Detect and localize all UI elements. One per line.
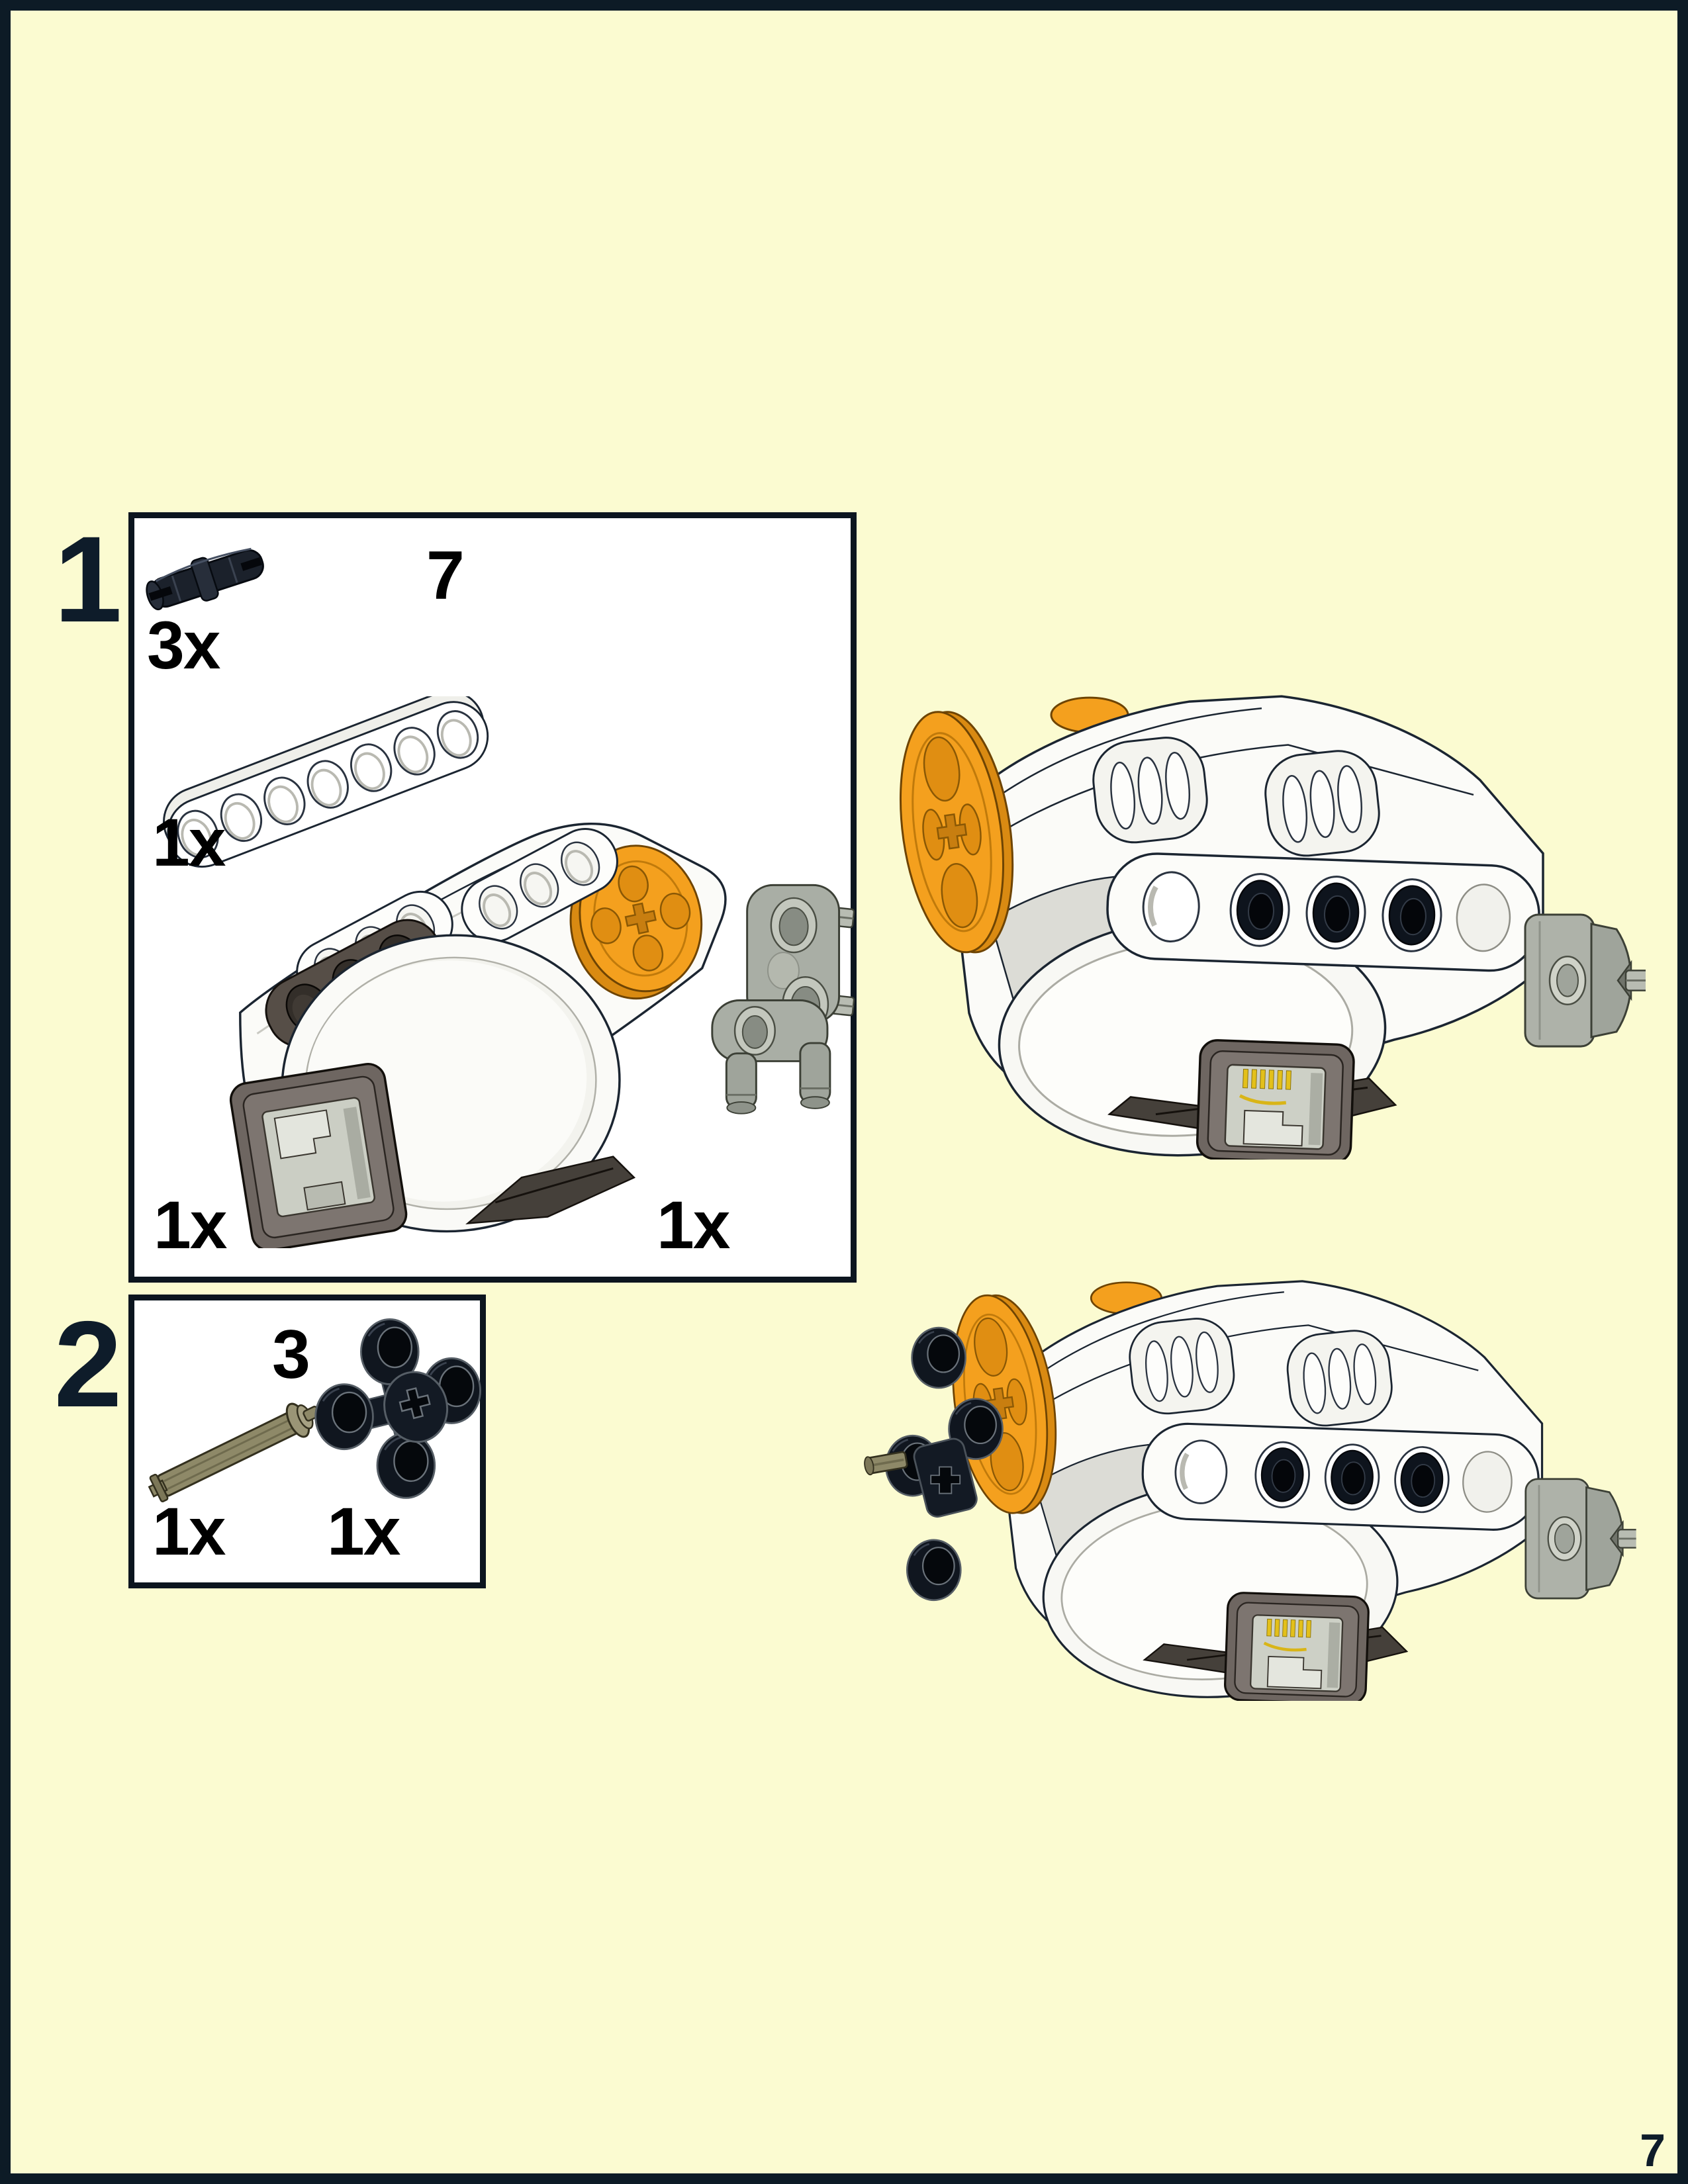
assembly-step-1-figure [891,680,1646,1160]
page-number: 7 [1640,2124,1665,2176]
beam-count-label: 1x [152,805,226,880]
assembly-step-2-figure [864,1267,1648,1701]
knob-connector-count-label: 1x [327,1494,400,1569]
axle-length-label: 3 [272,1316,310,1393]
pin-count-label: 3x [147,608,220,683]
black-knob-connector-figure [310,1305,492,1504]
step-1-number: 1 [54,512,122,648]
motor-count-label: 1x [154,1187,227,1263]
tan-axle-figure [138,1382,337,1508]
attached-black-connector [864,1326,1004,1602]
beam-length-label: 7 [426,537,465,614]
motor-figure [155,790,757,1248]
gray-connector-count-label: 1x [657,1187,730,1263]
axle-count-label: 1x [152,1494,226,1569]
step-2-number: 2 [54,1297,122,1433]
gray-connector-figure [707,879,856,1120]
